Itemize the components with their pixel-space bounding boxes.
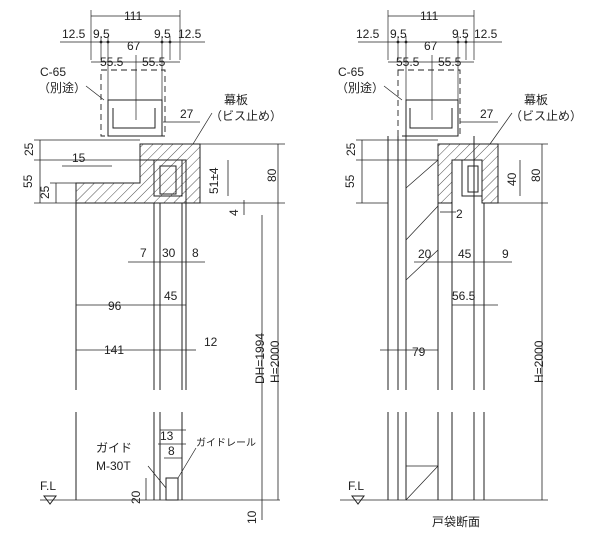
left-dim-dh: DH=1994 bbox=[253, 333, 267, 384]
left-dim-20: 20 bbox=[129, 490, 143, 504]
right-makuita-note: （ビス止め） bbox=[510, 109, 582, 123]
left-dim-25b: 25 bbox=[38, 185, 52, 199]
left-dim-27: 27 bbox=[180, 107, 194, 121]
left-c65-note: （別途） bbox=[38, 80, 86, 95]
left-guide-model: M-30T bbox=[96, 459, 131, 473]
left-dim-12: 12 bbox=[204, 335, 218, 349]
right-dim-20: 20 bbox=[418, 247, 432, 261]
right-dim-25: 25 bbox=[344, 142, 358, 156]
left-dim-seg5: 12.5 bbox=[178, 27, 202, 41]
right-dim-overall: 111 bbox=[420, 9, 439, 23]
right-dim-9: 9 bbox=[502, 247, 509, 261]
left-dim-4: 4 bbox=[227, 209, 241, 216]
left-dim-30: 30 bbox=[162, 246, 176, 260]
left-dim-45: 45 bbox=[164, 289, 178, 303]
right-dim-79: 79 bbox=[412, 345, 426, 359]
left-dim-seg2: 9.5 bbox=[93, 27, 110, 41]
left-section-view: 111 12.5 9.5 67 9.5 12.5 55.5 55.5 C-65 … bbox=[21, 9, 285, 524]
right-top-dimensions: 111 12.5 9.5 67 9.5 12.5 55.5 55.5 bbox=[356, 9, 502, 120]
left-dim-8: 8 bbox=[192, 246, 199, 260]
left-dim-half-right: 55.5 bbox=[142, 55, 166, 69]
right-c65-label: C-65 bbox=[338, 65, 364, 79]
left-dim-96: 96 bbox=[108, 299, 122, 313]
right-dim-56-5: 56.5 bbox=[452, 289, 476, 303]
left-dim-7: 7 bbox=[140, 246, 147, 260]
left-guide-rail-label: ガイドレール bbox=[196, 437, 256, 449]
left-dim-141: 141 bbox=[104, 343, 124, 357]
left-c65-label: C-65 bbox=[40, 65, 66, 79]
right-floor-line-label: F.L bbox=[348, 479, 364, 493]
left-dim-seg3: 67 bbox=[127, 39, 141, 53]
left-dim-13: 13 bbox=[160, 429, 174, 443]
left-makuita-label: 幕板 bbox=[224, 93, 248, 107]
left-dim-seg1: 12.5 bbox=[62, 27, 86, 41]
right-dim-40: 40 bbox=[505, 172, 519, 186]
left-dim-overall: 111 bbox=[124, 9, 143, 23]
left-dim-h: H=2000 bbox=[268, 340, 282, 383]
left-dim-10: 10 bbox=[245, 510, 259, 524]
right-section-view: 111 12.5 9.5 67 9.5 12.5 55.5 55.5 C-65 … bbox=[336, 9, 582, 529]
right-dim-27: 27 bbox=[480, 107, 494, 121]
left-dim-55: 55 bbox=[21, 174, 35, 188]
right-dim-seg1: 12.5 bbox=[356, 27, 380, 41]
right-dim-seg5: 12.5 bbox=[474, 27, 498, 41]
right-makuita-label: 幕板 bbox=[524, 93, 548, 107]
right-dim-half-right: 55.5 bbox=[438, 55, 462, 69]
right-dim-h: H=2000 bbox=[532, 340, 546, 383]
left-makuita-note: （ビス止め） bbox=[210, 109, 282, 123]
left-dim-half-left: 55.5 bbox=[100, 55, 124, 69]
right-c65-note: （別途） bbox=[336, 80, 384, 95]
right-dim-45: 45 bbox=[458, 247, 472, 261]
left-dim-15: 15 bbox=[72, 151, 86, 165]
right-dim-half-left: 55.5 bbox=[396, 55, 420, 69]
left-dim-seg4: 9.5 bbox=[154, 27, 171, 41]
right-dim-seg4: 9.5 bbox=[452, 27, 469, 41]
left-dim-51: 51±4 bbox=[207, 167, 221, 194]
right-caption: 戸袋断面 bbox=[432, 514, 480, 529]
right-dim-seg3: 67 bbox=[424, 39, 438, 53]
right-dim-80: 80 bbox=[529, 168, 543, 182]
left-dim-8b: 8 bbox=[168, 444, 175, 458]
left-dim-25a: 25 bbox=[22, 142, 36, 156]
right-dim-2: 2 bbox=[456, 207, 463, 221]
left-dim-80: 80 bbox=[265, 168, 279, 182]
left-floor-line-label: F.L bbox=[40, 479, 56, 493]
left-guide-label: ガイド bbox=[96, 441, 132, 455]
left-top-dimensions: 111 12.5 9.5 67 9.5 12.5 55.5 55.5 bbox=[60, 9, 205, 120]
right-dim-seg2: 9.5 bbox=[390, 27, 407, 41]
right-dim-55: 55 bbox=[343, 174, 357, 188]
